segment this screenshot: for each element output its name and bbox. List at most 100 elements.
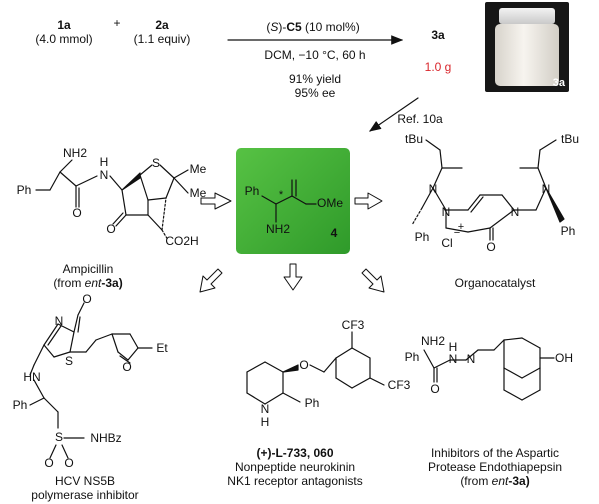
hcv-s2: S: [54, 430, 63, 444]
l733-cf3a: CF3: [341, 318, 365, 332]
catalyst-loading: (10 mol%): [301, 20, 360, 34]
endo-source-suffix: -3a): [508, 474, 530, 488]
organocatalyst-tbu1: tBu: [404, 132, 423, 146]
ampicillin-s: S: [151, 156, 160, 170]
jar-body: [495, 24, 559, 86]
reference-arrow: [369, 97, 419, 132]
endo-caption-line3: (from ent-3a): [400, 474, 590, 488]
compound-4-ome: OMe: [316, 196, 343, 210]
endo-o: O: [430, 382, 440, 396]
ampicillin-nh2: NH2: [62, 146, 87, 160]
ampicillin-me2: Me: [189, 186, 207, 200]
l733-caption-line1: (+)-L-733, 060: [205, 446, 385, 460]
l733-h: H: [260, 415, 270, 429]
hcv-o: O: [82, 292, 92, 306]
hcv-o-furan: O: [122, 360, 132, 374]
organocatalyst-o: O: [486, 240, 496, 254]
photo-label: 3a: [552, 77, 565, 89]
l733-n: N: [260, 402, 270, 416]
endo-caption-line1: Inhibitors of the Aspartic: [430, 446, 560, 460]
hcv-caption: HCV NS5B polymerase inhibitor: [10, 474, 160, 502]
ampicillin-n: N: [99, 168, 109, 182]
organocatalyst-caption: Organocatalyst: [454, 276, 536, 290]
organocatalyst-ph1: Ph: [414, 230, 430, 244]
endothiapepsin-structure: [423, 337, 555, 401]
ampicillin-name: Ampicillin: [62, 262, 114, 276]
ampicillin-o-lactam: O: [106, 222, 116, 236]
ampicillin-structure: [35, 159, 189, 241]
endo-oh: OH: [555, 351, 573, 365]
reactant-1a-id: 1a: [57, 18, 71, 32]
catalyst-name: C5: [286, 20, 302, 34]
ampicillin-source-suffix: -3a): [101, 276, 123, 290]
reactant-2a-id: 2a: [155, 18, 169, 32]
endo-ph: Ph: [404, 350, 420, 364]
catalyst-config: S: [270, 20, 279, 34]
ampicillin-ph: Ph: [16, 183, 32, 197]
l733-cf3b: CF3: [387, 378, 411, 392]
organocatalyst-tbu2: tBu: [560, 132, 579, 146]
conditions-label: DCM, −10 °C, 60 h: [264, 48, 366, 62]
l733-o: O: [299, 358, 309, 372]
reference-label: Ref. 10a: [397, 112, 443, 126]
hcv-nhbz: NHBz: [90, 431, 122, 445]
ee-label: 95% ee: [294, 86, 336, 100]
compound-4-star: *: [278, 189, 284, 201]
hcv-et: Et: [156, 341, 168, 355]
organocatalyst-n4: N: [541, 182, 551, 196]
ampicillin-source-italic: ent: [84, 276, 102, 290]
l733-structure: [246, 331, 385, 405]
reactant-2a-amount: (1.1 equiv): [133, 32, 191, 46]
product-3a-mass: 1.0 g: [424, 60, 452, 74]
ampicillin-me1: Me: [189, 162, 207, 176]
organocatalyst-minus: −: [453, 227, 461, 239]
catalyst-label: (S)-C5 (10 mol%): [248, 20, 378, 34]
endo-n2: N: [466, 352, 476, 366]
catalyst-prefix: (: [266, 20, 271, 34]
ampicillin-co2h: CO2H: [165, 234, 199, 248]
organocatalyst-ph2: Ph: [560, 224, 576, 238]
product-photo: 3a: [485, 2, 569, 92]
l733-caption-line3: NK1 receptor antagonists: [227, 474, 363, 488]
organocatalyst-n2: N: [441, 205, 451, 219]
hcv-caption-line2: polymerase inhibitor: [31, 488, 139, 502]
compound-4-ph: Ph: [244, 184, 260, 198]
organocatalyst-n1: N: [428, 182, 438, 196]
hollow-arrow-down-center: [283, 263, 303, 291]
catalyst-suffix: )-: [278, 20, 287, 34]
hollow-arrow-down-left: [199, 268, 223, 293]
l733-caption-line2: Nonpeptide neurokinin: [234, 460, 356, 474]
hcv-n: N: [54, 314, 64, 328]
endo-caption: Inhibitors of the Aspartic Protease Endo…: [400, 446, 590, 488]
endo-caption-line2: Protease Endothiapepsin: [427, 460, 563, 474]
ampicillin-caption: Ampicillin (from ent-3a): [28, 262, 148, 290]
product-3a-id: 3a: [431, 28, 445, 42]
hcv-o-b: O: [64, 456, 74, 470]
l733-name: L-733, 060: [275, 446, 334, 460]
hollow-arrow-left: [200, 192, 232, 210]
hcv-ph: Ph: [12, 398, 28, 412]
hcv-caption-line1: HCV NS5B: [54, 474, 116, 488]
plus-sign: +: [113, 16, 121, 30]
hcv-s: S: [64, 354, 73, 368]
ampicillin-source-prefix: (from: [53, 276, 85, 290]
compound-4-id: 4: [330, 226, 338, 240]
ampicillin-o: O: [72, 206, 82, 220]
endo-h: H: [448, 340, 458, 354]
organocatalyst-cl: Cl: [441, 236, 453, 250]
ampicillin-source: (from ent-3a): [28, 276, 148, 290]
endo-source-prefix: (from: [460, 474, 492, 488]
l733-caption: (+)-L-733, 060 Nonpeptide neurokinin NK1…: [205, 446, 385, 488]
l733-ph: Ph: [304, 396, 320, 410]
jar-cap: [499, 8, 555, 24]
organocatalyst-structure: [411, 139, 565, 241]
hollow-arrow-down-right: [361, 268, 385, 293]
hcv-hn: HN: [23, 370, 41, 384]
hcv-o-a: O: [44, 456, 54, 470]
endo-source-italic: ent: [491, 474, 509, 488]
compound-4-nh2: NH2: [265, 222, 290, 236]
yield-label: 91% yield: [288, 72, 342, 86]
l733-prefix: (+)-: [256, 446, 276, 460]
hcv-structure: [29, 302, 153, 459]
